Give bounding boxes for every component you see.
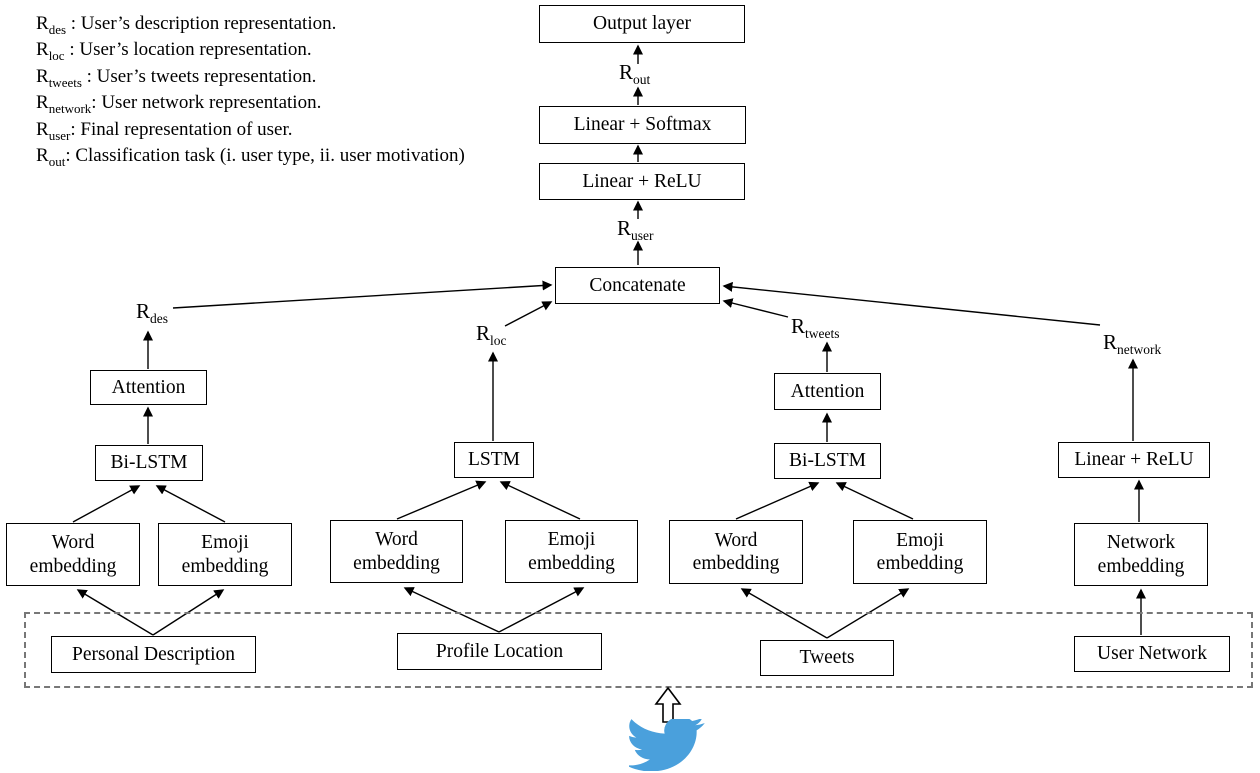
- legend-line-r-network: Rnetwork: User network representation.: [36, 92, 322, 117]
- label-r-des: Rdes: [136, 299, 169, 327]
- label-r-network: Rnetwork: [1103, 330, 1162, 358]
- arrow-word-emb-tweets-to-bilstm: [735, 481, 820, 520]
- label-r-user: Ruser: [617, 216, 654, 244]
- node-tweets: Tweets: [760, 640, 894, 676]
- node-emoji-embedding-des: Emoji embedding: [158, 523, 292, 586]
- legend-line-r-des: Rdes : User’s description representation…: [36, 13, 337, 37]
- node-word-embedding-loc: Word embedding: [330, 520, 463, 583]
- arrow-rnetwork-to-concatenate: [722, 281, 1101, 326]
- node-linear-relu: Linear + ReLU: [539, 163, 745, 200]
- node-output-layer: Output layer: [539, 5, 745, 43]
- arrow-rtweets-to-concatenate: [722, 298, 789, 318]
- node-attention-des: Attention: [90, 370, 207, 405]
- node-word-embedding-des: Word embedding: [6, 523, 140, 586]
- arrow-word-emb-loc-to-lstm: [396, 480, 487, 520]
- node-word-embedding-tweets: Word embedding: [669, 520, 803, 584]
- node-network-embedding: Network embedding: [1074, 523, 1208, 586]
- node-emoji-embedding-loc: Emoji embedding: [505, 520, 638, 583]
- arrow-emoji-emb-loc-to-lstm: [499, 481, 581, 520]
- arrow-rdes-to-concatenate: [172, 280, 553, 309]
- node-attention-tweets: Attention: [774, 373, 881, 410]
- node-linear-softmax: Linear + Softmax: [539, 106, 746, 144]
- legend-line-r-out: Rout: Classification task (i. user type,…: [36, 145, 465, 169]
- node-lstm-loc: LSTM: [454, 442, 534, 478]
- node-concatenate: Concatenate: [555, 267, 720, 304]
- arrow-word-emb-des-to-bilstm: [72, 485, 141, 523]
- twitter-logo-icon: [629, 719, 705, 771]
- node-user-network: User Network: [1074, 636, 1230, 672]
- node-personal-description: Personal Description: [51, 636, 256, 673]
- arrow-emoji-emb-tweets-to-bilstm: [835, 482, 914, 520]
- legend: Rdes : User’s description representation…: [36, 11, 465, 169]
- twitter-bird-path: [629, 719, 705, 771]
- node-bilstm-des: Bi-LSTM: [95, 445, 203, 481]
- arrow-rloc-to-concatenate: [504, 301, 553, 327]
- legend-line-r-tweets: Rtweets : User’s tweets representation.: [36, 65, 317, 90]
- arrow-emoji-emb-des-to-bilstm: [155, 485, 226, 523]
- label-r-tweets: Rtweets: [791, 314, 840, 342]
- node-bilstm-tweets: Bi-LSTM: [774, 443, 881, 479]
- label-r-out: Rout: [619, 60, 651, 88]
- node-emoji-embedding-tweets: Emoji embedding: [853, 520, 987, 584]
- node-profile-location: Profile Location: [397, 633, 602, 670]
- legend-line-r-user: Ruser: Final representation of user.: [36, 118, 293, 143]
- legend-line-r-loc: Rloc : User’s location representation.: [36, 39, 312, 64]
- node-linear-relu-network: Linear + ReLU: [1058, 442, 1210, 478]
- input-region-dashed-box: [24, 612, 1253, 688]
- label-r-loc: Rloc: [476, 321, 507, 349]
